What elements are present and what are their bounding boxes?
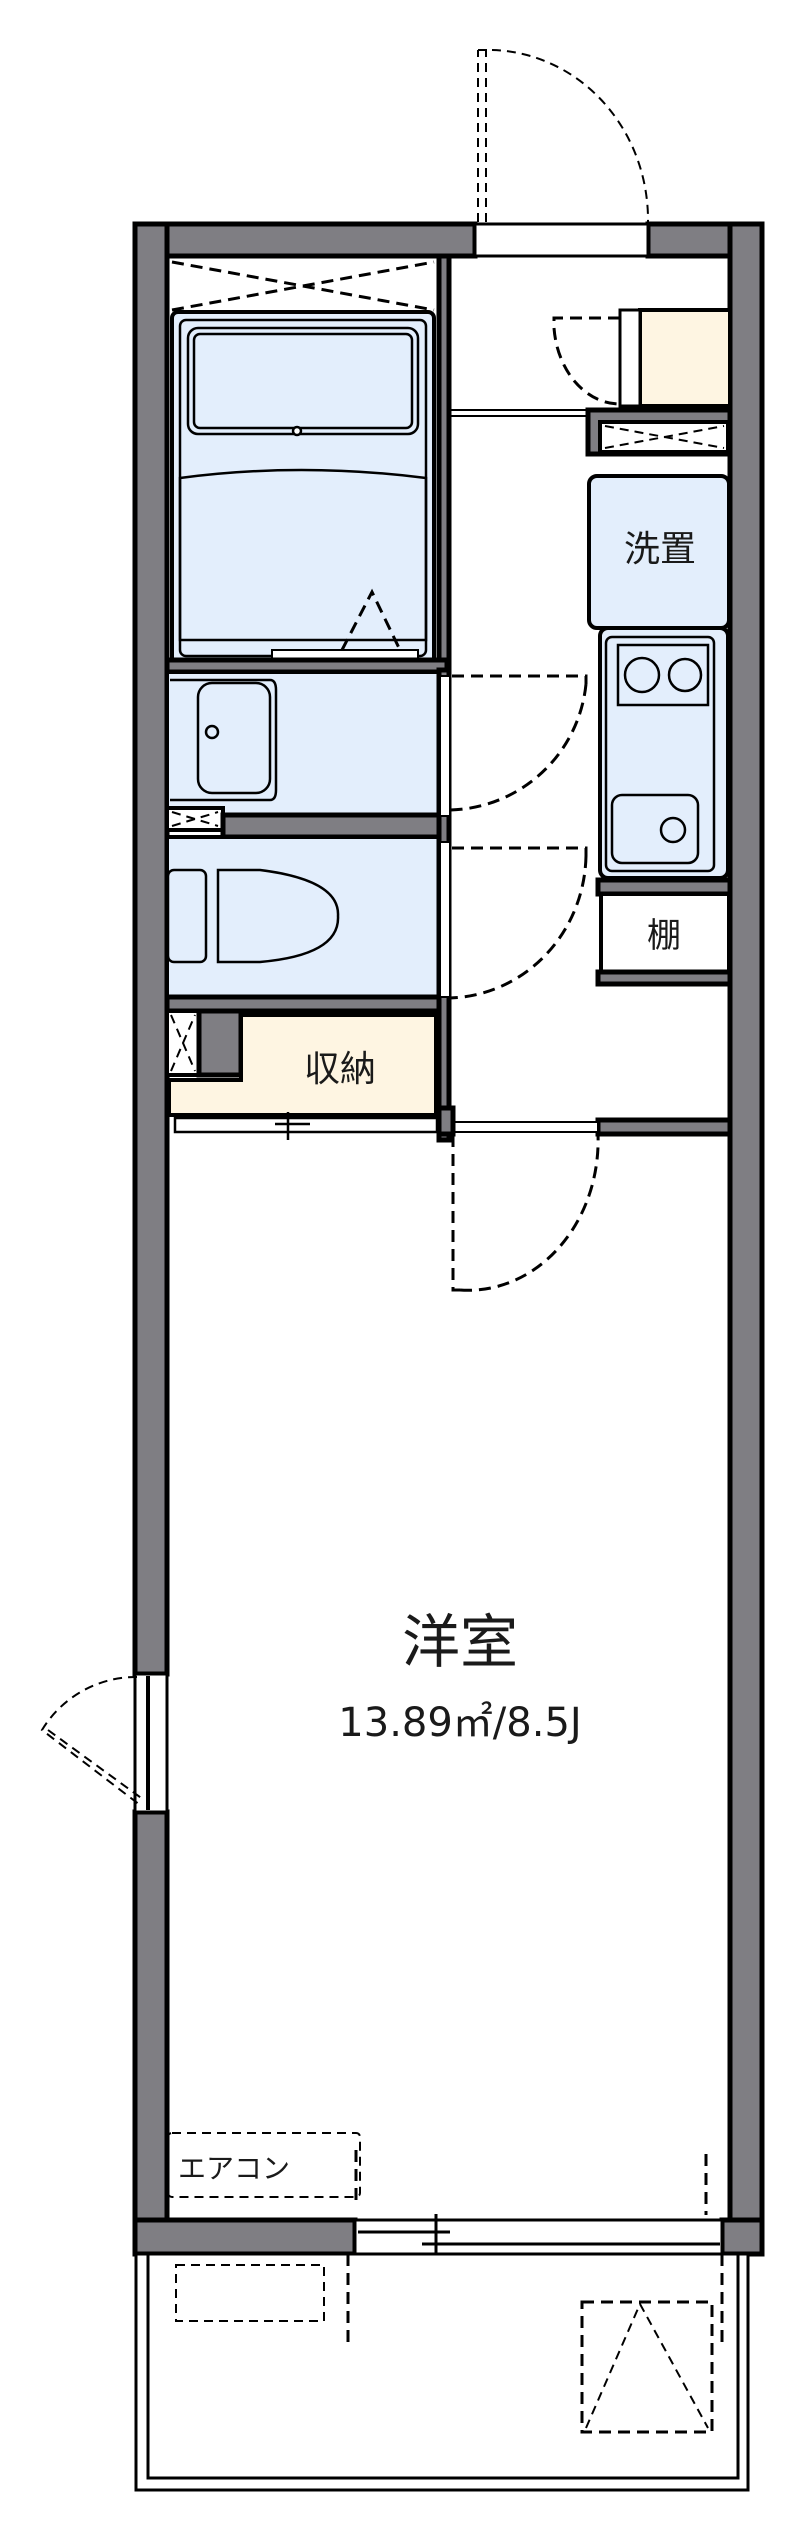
- washbasin: [196, 681, 272, 795]
- shelf: [599, 892, 731, 974]
- outer-walls: [132, 221, 765, 2257]
- balcony: [134, 2154, 750, 2492]
- sink: [610, 793, 700, 865]
- room-partition: [436, 1105, 733, 1137]
- outdoor-unit: [175, 2264, 325, 2322]
- toilet-bowl: [216, 868, 340, 964]
- storage-closet: [165, 1008, 439, 1140]
- toilet-room: [165, 835, 441, 999]
- shoe-closet: [638, 308, 732, 408]
- interior-wall: [436, 253, 452, 673]
- room-door[interactable]: [451, 1133, 600, 1292]
- bathroom: [164, 253, 442, 673]
- toilet-door[interactable]: [439, 841, 588, 1000]
- aircon-label: エアコン: [178, 2152, 291, 2185]
- bathtub: [186, 326, 420, 436]
- kitchen-area: [449, 308, 733, 987]
- balcony-window[interactable]: [353, 2214, 724, 2262]
- interior-wall: [220, 812, 450, 840]
- drain-icon: [291, 425, 303, 437]
- washroom: [165, 670, 441, 832]
- toilet-tank: [166, 868, 208, 964]
- washroom-door[interactable]: [439, 674, 588, 817]
- aircon-unit: [167, 2132, 361, 2200]
- room-name: 洋室: [401, 1608, 518, 1676]
- shelf-label: 棚: [647, 916, 681, 956]
- laundry-label: 洗置: [623, 529, 696, 570]
- burner-icon: [623, 656, 661, 694]
- side-window[interactable]: [40, 1672, 169, 1814]
- burner-icon: [667, 657, 703, 693]
- room-area: 13.89㎡/8.5J: [338, 1700, 582, 1746]
- storage-label: 収納: [303, 1049, 376, 1090]
- evacuation-hatch: [580, 2300, 714, 2434]
- entrance-door[interactable]: [473, 49, 650, 258]
